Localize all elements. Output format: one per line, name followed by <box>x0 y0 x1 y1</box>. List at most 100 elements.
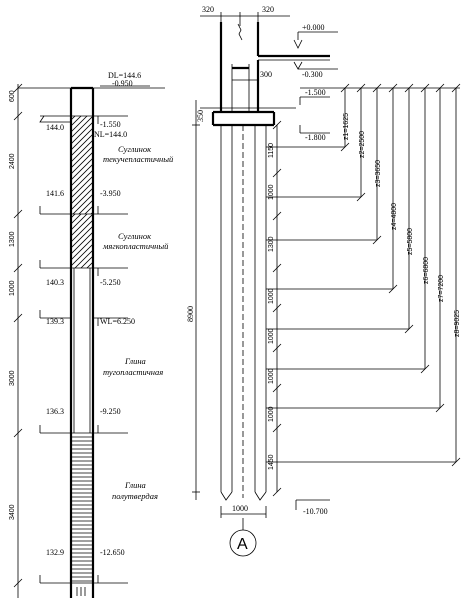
dimension-tick <box>272 343 282 353</box>
thickness-1000: 1000 <box>9 280 16 296</box>
layer4-name-line2: полутвердая <box>112 491 158 501</box>
pile-width: 1000 <box>232 504 248 513</box>
depth-z8: z8=9025 <box>454 310 461 337</box>
segment-1000e: 1000 <box>268 406 275 422</box>
depth-chain <box>266 83 461 467</box>
layer4-name-line1: Глина <box>124 480 146 490</box>
hatch-line <box>71 237 93 261</box>
dimension-tick <box>435 403 445 413</box>
absolute-marks: 144.0 141.6 140.3 139.3 136.3 132.9 <box>39 115 71 584</box>
hatch-line <box>71 163 93 187</box>
level-10700: -10.700 <box>303 507 328 516</box>
column-stub <box>219 22 330 112</box>
level-1500: -1.500 <box>305 88 326 97</box>
abs-mark-136: 136.3 <box>46 407 64 416</box>
dimension-tick <box>272 211 282 221</box>
bottom-pattern <box>76 587 86 596</box>
hatch-line <box>84 205 93 214</box>
bottom-level: -10.700 <box>295 499 330 516</box>
depth-labels: z1=1625 z2=2500 z3=3650 z4=4800 z5=5800 … <box>343 113 461 337</box>
hatch-line <box>71 92 93 114</box>
dimension-tick <box>451 83 461 93</box>
hatch-line <box>71 116 93 139</box>
hatch-line <box>71 219 93 243</box>
dl-label: DL=144.6 <box>108 71 141 80</box>
depth-z5: z5=5800 <box>407 228 414 255</box>
hatch-line <box>71 127 93 151</box>
segment-labels: 1150 1000 1300 1000 1000 1000 1000 1450 <box>268 143 275 470</box>
layer2-hatch <box>71 214 93 268</box>
hatch-line <box>72 193 93 214</box>
hatch-line <box>71 116 76 121</box>
nl-label: NL=144.0 <box>94 130 127 139</box>
dimension-tick <box>372 235 382 245</box>
depth-z2: z2=2500 <box>359 131 366 158</box>
segment-1000c: 1000 <box>268 328 275 344</box>
segment-1000d: 1000 <box>268 368 275 384</box>
hatch-line <box>71 133 93 157</box>
dimension-tick <box>272 423 282 433</box>
hatch-line <box>78 199 93 214</box>
dimension-tick <box>388 83 398 93</box>
dimension-tick <box>13 578 23 588</box>
dimension-tick <box>272 168 282 178</box>
hatch-line <box>71 116 82 127</box>
hatch-line <box>71 116 88 133</box>
dimension-tick <box>272 303 282 313</box>
hatch-line <box>71 121 93 145</box>
dimension-tick <box>272 487 282 497</box>
top-dim-left: 320 <box>202 5 214 14</box>
thickness-2400: 2400 <box>9 153 16 169</box>
layer4-hatch <box>71 436 93 582</box>
layer2-name-line2: мягкопластичный <box>102 241 169 251</box>
hatch-line <box>71 214 82 225</box>
hatch-line <box>71 86 93 108</box>
rel-mark-3950: -3.950 <box>100 189 121 198</box>
grillage-slab: 350 <box>196 107 296 127</box>
pile-body <box>220 125 267 501</box>
segment-1000a: 1000 <box>268 184 275 200</box>
top-level-label: -0.950 <box>112 79 133 88</box>
layer1-name-line1: Суглинок <box>118 144 152 154</box>
axis-label: A <box>237 536 248 553</box>
pile-width-dimension: 1000 <box>220 504 267 530</box>
hatch-line <box>71 214 93 237</box>
abs-mark-132: 132.9 <box>46 548 64 557</box>
depth-z6: z6=6800 <box>423 257 430 284</box>
abs-mark-141: 141.6 <box>46 189 64 198</box>
dim-350: 350 <box>196 110 205 122</box>
rel-mark-1550: -1.550 <box>100 120 121 129</box>
dimension-tick <box>388 284 398 294</box>
hatch-line <box>74 249 93 268</box>
dimension-tick <box>435 83 445 93</box>
axis-marker: A <box>229 529 257 557</box>
rel-mark-9250: -9.250 <box>100 407 121 416</box>
dimension-tick <box>420 83 430 93</box>
level-1800: -1.800 <box>305 133 326 142</box>
hatch-line <box>86 261 93 268</box>
segment-1000b: 1000 <box>268 288 275 304</box>
dimension-tick <box>356 83 366 93</box>
hatch-line <box>80 255 93 268</box>
layer3-name-line1: Глина <box>124 356 146 366</box>
depth-z1: z1=1625 <box>343 113 350 140</box>
hatch-line <box>71 145 93 169</box>
dimension-tick <box>420 364 430 374</box>
segment-1150: 1150 <box>268 143 275 158</box>
dimension-tick <box>340 83 350 93</box>
dim-300: 300 <box>260 70 272 79</box>
dimension-tick <box>13 209 23 219</box>
dimension-tick <box>272 383 282 393</box>
layer1-hatch <box>71 86 93 214</box>
pile-top-dimensions: 320 320 <box>200 5 290 26</box>
thickness-3400: 3400 <box>9 504 16 520</box>
dimension-tick <box>404 83 414 93</box>
dimension-tick <box>372 83 382 93</box>
hatch-line <box>71 225 93 249</box>
dimension-tick <box>356 192 366 202</box>
rel-mark-12650: -12.650 <box>100 548 125 557</box>
soil-layer-names: Суглинок текучепластичный Суглинок мягко… <box>102 144 174 501</box>
dimension-tick <box>340 142 350 152</box>
rel-mark-5250: -5.250 <box>100 278 121 287</box>
